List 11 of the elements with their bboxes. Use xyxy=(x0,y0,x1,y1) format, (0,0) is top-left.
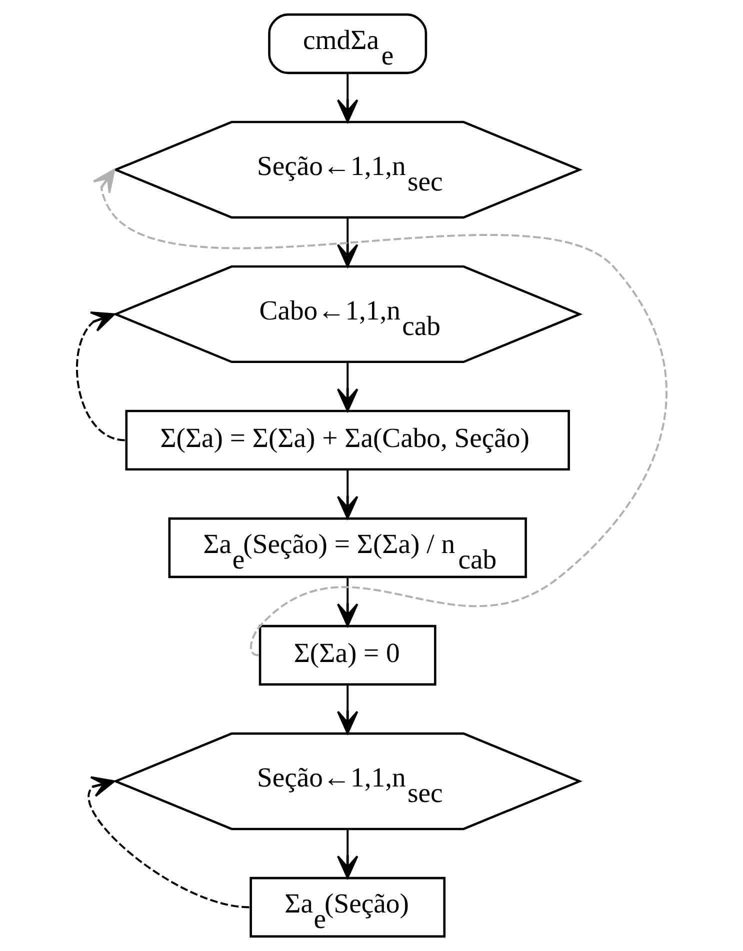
arrow xyxy=(336,577,358,627)
arrow xyxy=(336,218,358,268)
arrow xyxy=(336,684,358,734)
arrow xyxy=(88,776,250,908)
node-box: Σ(Σa) = Σ(Σa) + Σa(Cabo, Seção) xyxy=(125,410,570,471)
arrow xyxy=(336,362,358,412)
arrow xyxy=(336,829,358,879)
arrow xyxy=(336,73,358,123)
arrow xyxy=(336,470,358,520)
arrow xyxy=(76,311,126,442)
node-box: Σ(Σa) = 0 xyxy=(258,624,436,686)
